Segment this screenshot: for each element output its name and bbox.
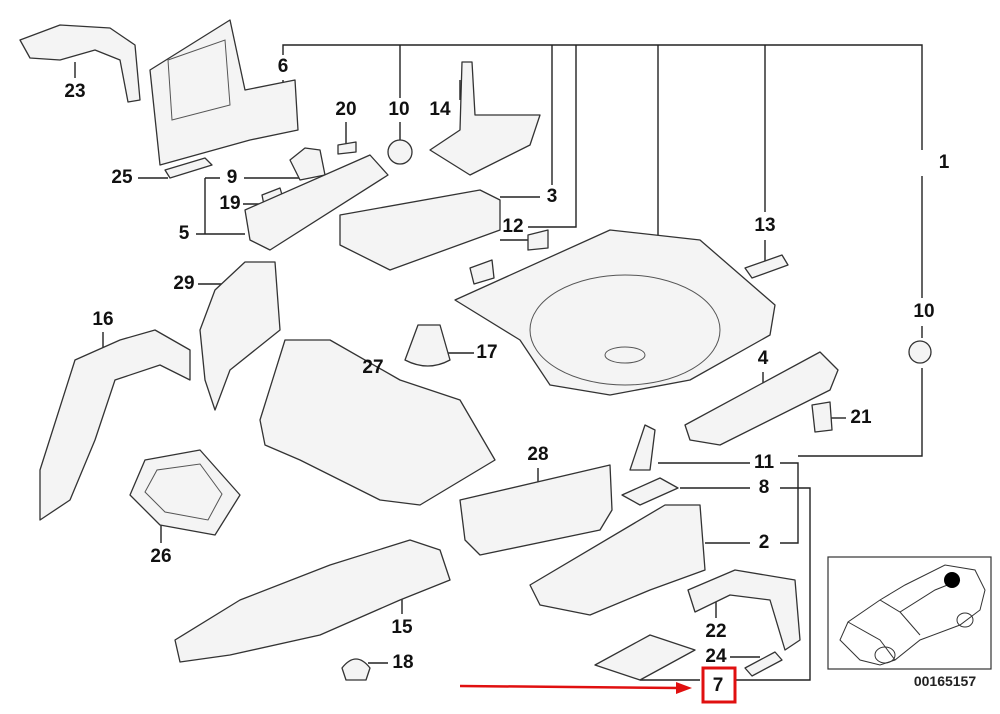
label-17[interactable]: 17	[476, 342, 497, 363]
part-17-drawing	[404, 324, 451, 367]
part-4-drawing	[684, 351, 839, 446]
part-7-drawing	[594, 634, 696, 681]
label-8[interactable]: 8	[759, 477, 770, 498]
label-29[interactable]: 29	[173, 273, 194, 294]
highlight-box	[701, 666, 737, 704]
part-14-drawing	[429, 61, 541, 176]
part-23-drawing	[19, 24, 141, 103]
label-5[interactable]: 5	[179, 223, 190, 244]
label-13[interactable]: 13	[754, 215, 775, 236]
part-22-drawing	[687, 569, 801, 651]
label-9[interactable]: 9	[227, 167, 238, 188]
label-16[interactable]: 16	[92, 309, 113, 330]
label-3[interactable]: 3	[547, 186, 558, 207]
label-19[interactable]: 19	[219, 193, 240, 214]
part-20-drawing	[337, 141, 357, 155]
part-28-drawing	[459, 464, 613, 556]
part-21-drawing	[811, 401, 833, 433]
reference-number: 00165157	[914, 673, 977, 689]
part-26-drawing	[129, 449, 241, 536]
leader-lines	[74, 44, 923, 681]
part-3-drawing	[339, 189, 501, 271]
label-22[interactable]: 22	[705, 621, 726, 642]
label-12[interactable]: 12	[502, 216, 523, 237]
part-16-drawing	[39, 329, 191, 521]
part-15-drawing	[174, 539, 451, 663]
part-9-drawing	[289, 147, 326, 181]
label-10-right[interactable]: 10	[913, 301, 934, 322]
label-1[interactable]: 1	[939, 152, 950, 173]
part-labels: 1 2 3 4 5 6 7 8 9 10 10 11 12 13 14 15 1…	[64, 56, 949, 696]
part-24-drawing	[744, 651, 783, 677]
label-23[interactable]: 23	[64, 81, 85, 102]
label-26[interactable]: 26	[150, 546, 171, 567]
label-28[interactable]: 28	[527, 444, 548, 465]
part-12-drawing	[469, 229, 549, 285]
label-18[interactable]: 18	[392, 652, 413, 673]
part-29-drawing	[199, 261, 281, 411]
part-5-drawing	[244, 154, 389, 251]
part-6-drawing	[149, 19, 299, 166]
label-7[interactable]: 7	[713, 675, 724, 696]
part-13-drawing	[744, 254, 789, 279]
label-6[interactable]: 6	[278, 56, 289, 77]
part-27-drawing	[259, 339, 496, 506]
label-21[interactable]: 21	[850, 407, 872, 428]
part-11-drawing	[629, 424, 656, 471]
part-10b-drawing	[908, 340, 932, 364]
label-20[interactable]: 20	[335, 99, 356, 120]
label-14[interactable]: 14	[429, 99, 451, 120]
label-24[interactable]: 24	[705, 646, 727, 667]
part-1-drawing	[454, 229, 776, 396]
highlight-annotation	[459, 666, 737, 704]
label-4[interactable]: 4	[758, 348, 769, 369]
part-10-drawing	[387, 139, 413, 165]
part-8-drawing	[621, 477, 679, 506]
label-2[interactable]: 2	[759, 532, 770, 553]
red-arrow-shaft	[459, 684, 681, 690]
label-11[interactable]: 11	[754, 452, 775, 473]
part-drawings	[19, 19, 839, 681]
label-25[interactable]: 25	[111, 167, 133, 188]
label-10-top[interactable]: 10	[388, 99, 409, 120]
part-18-drawing	[341, 658, 371, 681]
part-25-drawing	[164, 157, 213, 179]
locator-inset: 00165157	[827, 556, 992, 689]
label-15[interactable]: 15	[391, 617, 413, 638]
label-27[interactable]: 27	[362, 357, 383, 378]
part-2-drawing	[529, 504, 706, 616]
red-arrow-head-icon	[676, 682, 692, 694]
